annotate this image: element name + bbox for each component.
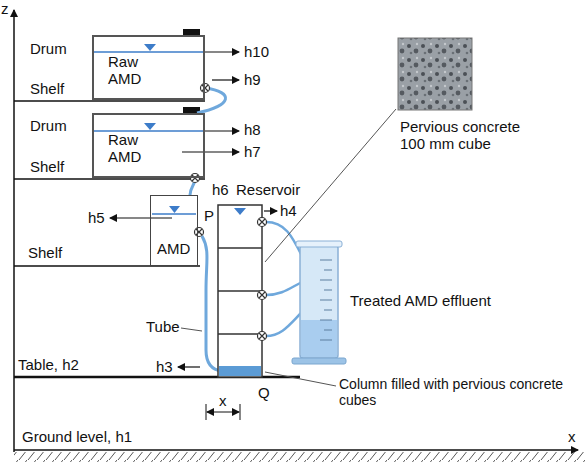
- node-text: AMD: [157, 240, 190, 257]
- water-level-mark: [144, 123, 156, 130]
- height-arrow: [212, 79, 239, 80]
- valve: [191, 174, 200, 183]
- height-arrow: [182, 151, 239, 152]
- height-label: h7: [244, 143, 261, 160]
- height-label: h9: [244, 71, 261, 88]
- point-label: P: [204, 207, 214, 224]
- height-arrow: [110, 217, 172, 218]
- axis-label: x: [568, 428, 576, 445]
- drum-box: Raw AMD: [92, 113, 205, 178]
- node-text: Raw AMD: [108, 53, 152, 88]
- shelf-line: [14, 100, 205, 102]
- feed-tube: [197, 88, 226, 113]
- table-label: Table, h2: [18, 356, 79, 373]
- height-label: h5: [88, 209, 105, 226]
- cube-caption: Pervious concrete 100 mm cube: [400, 118, 535, 153]
- column-inflow-water: [219, 366, 261, 376]
- drum-label: Drum: [30, 40, 67, 57]
- valve-cross: [259, 219, 265, 225]
- leader-line: [181, 328, 202, 331]
- valve-cross: [192, 175, 198, 181]
- ground-hatching: [14, 452, 585, 462]
- height-label: h3: [156, 358, 173, 375]
- x-axis: [14, 449, 578, 451]
- height-label: h4: [280, 202, 297, 219]
- effluent-label: Treated AMD effluent: [350, 292, 491, 309]
- ground-label: Ground level, h1: [22, 428, 132, 445]
- graduated-cylinder: [300, 245, 338, 358]
- column-divider: [218, 333, 262, 335]
- dimension-arrow: [207, 412, 223, 413]
- valve-body: [201, 84, 210, 93]
- valve-body: [191, 174, 200, 183]
- shelf-line: [14, 178, 205, 180]
- drum-box: Raw AMD: [92, 35, 205, 100]
- cylinder-lip: [296, 241, 342, 247]
- water-level-mark: [234, 208, 246, 215]
- z-axis: [13, 10, 15, 452]
- axis-label: z: [1, 0, 9, 17]
- outlet-tube: [266, 282, 302, 295]
- height-label: h8: [244, 121, 261, 138]
- shelf-label: Shelf: [30, 158, 64, 175]
- leader-line: [265, 372, 336, 386]
- height-arrow: [205, 130, 239, 131]
- outlet-tube: [266, 312, 302, 336]
- water-level: [152, 213, 196, 215]
- valve-cross: [259, 333, 265, 339]
- dimension-tick: [206, 404, 207, 420]
- valve: [258, 332, 267, 341]
- height-label: h6: [212, 181, 229, 198]
- height-arrow: [264, 210, 277, 211]
- height-arrow: [205, 51, 239, 52]
- effluent-liquid: [301, 320, 337, 357]
- pervious-concrete-cube: [398, 38, 472, 110]
- valve-body: [258, 218, 267, 227]
- node-text: Raw AMD: [108, 131, 152, 166]
- dimension-label: x: [219, 392, 227, 409]
- dimension-tick: [240, 404, 241, 420]
- valve-cross: [196, 229, 202, 235]
- column-divider: [218, 247, 262, 249]
- reservoir-label: Reservoir: [236, 181, 300, 198]
- valve: [258, 291, 267, 300]
- water-level-mark: [144, 44, 156, 51]
- valve-cross: [259, 292, 265, 298]
- dimension-arrow: [223, 412, 239, 413]
- valve-cross: [202, 85, 208, 91]
- shelf-label: Shelf: [28, 244, 62, 261]
- column-caption: Column filled with pervious concrete cub…: [339, 376, 584, 408]
- height-arrow: [178, 366, 200, 367]
- valve: [195, 228, 204, 237]
- drum-label: Drum: [30, 117, 67, 134]
- valve: [258, 218, 267, 227]
- height-label: h10: [244, 43, 269, 60]
- tube-label: Tube: [146, 318, 180, 335]
- valve-body: [195, 228, 204, 237]
- shelf-label: Shelf: [30, 80, 64, 97]
- reservoir-box: AMD: [150, 195, 198, 266]
- valve-body: [258, 332, 267, 341]
- point-label: Q: [258, 384, 270, 401]
- cylinder-graduations: [320, 260, 332, 340]
- column-divider: [218, 290, 262, 292]
- outlet-tube: [266, 222, 302, 256]
- valve: [201, 84, 210, 93]
- water-level-mark: [169, 206, 180, 213]
- column: [218, 205, 262, 377]
- cylinder-base: [292, 358, 346, 364]
- valve-body: [258, 291, 267, 300]
- water-level: [94, 51, 203, 53]
